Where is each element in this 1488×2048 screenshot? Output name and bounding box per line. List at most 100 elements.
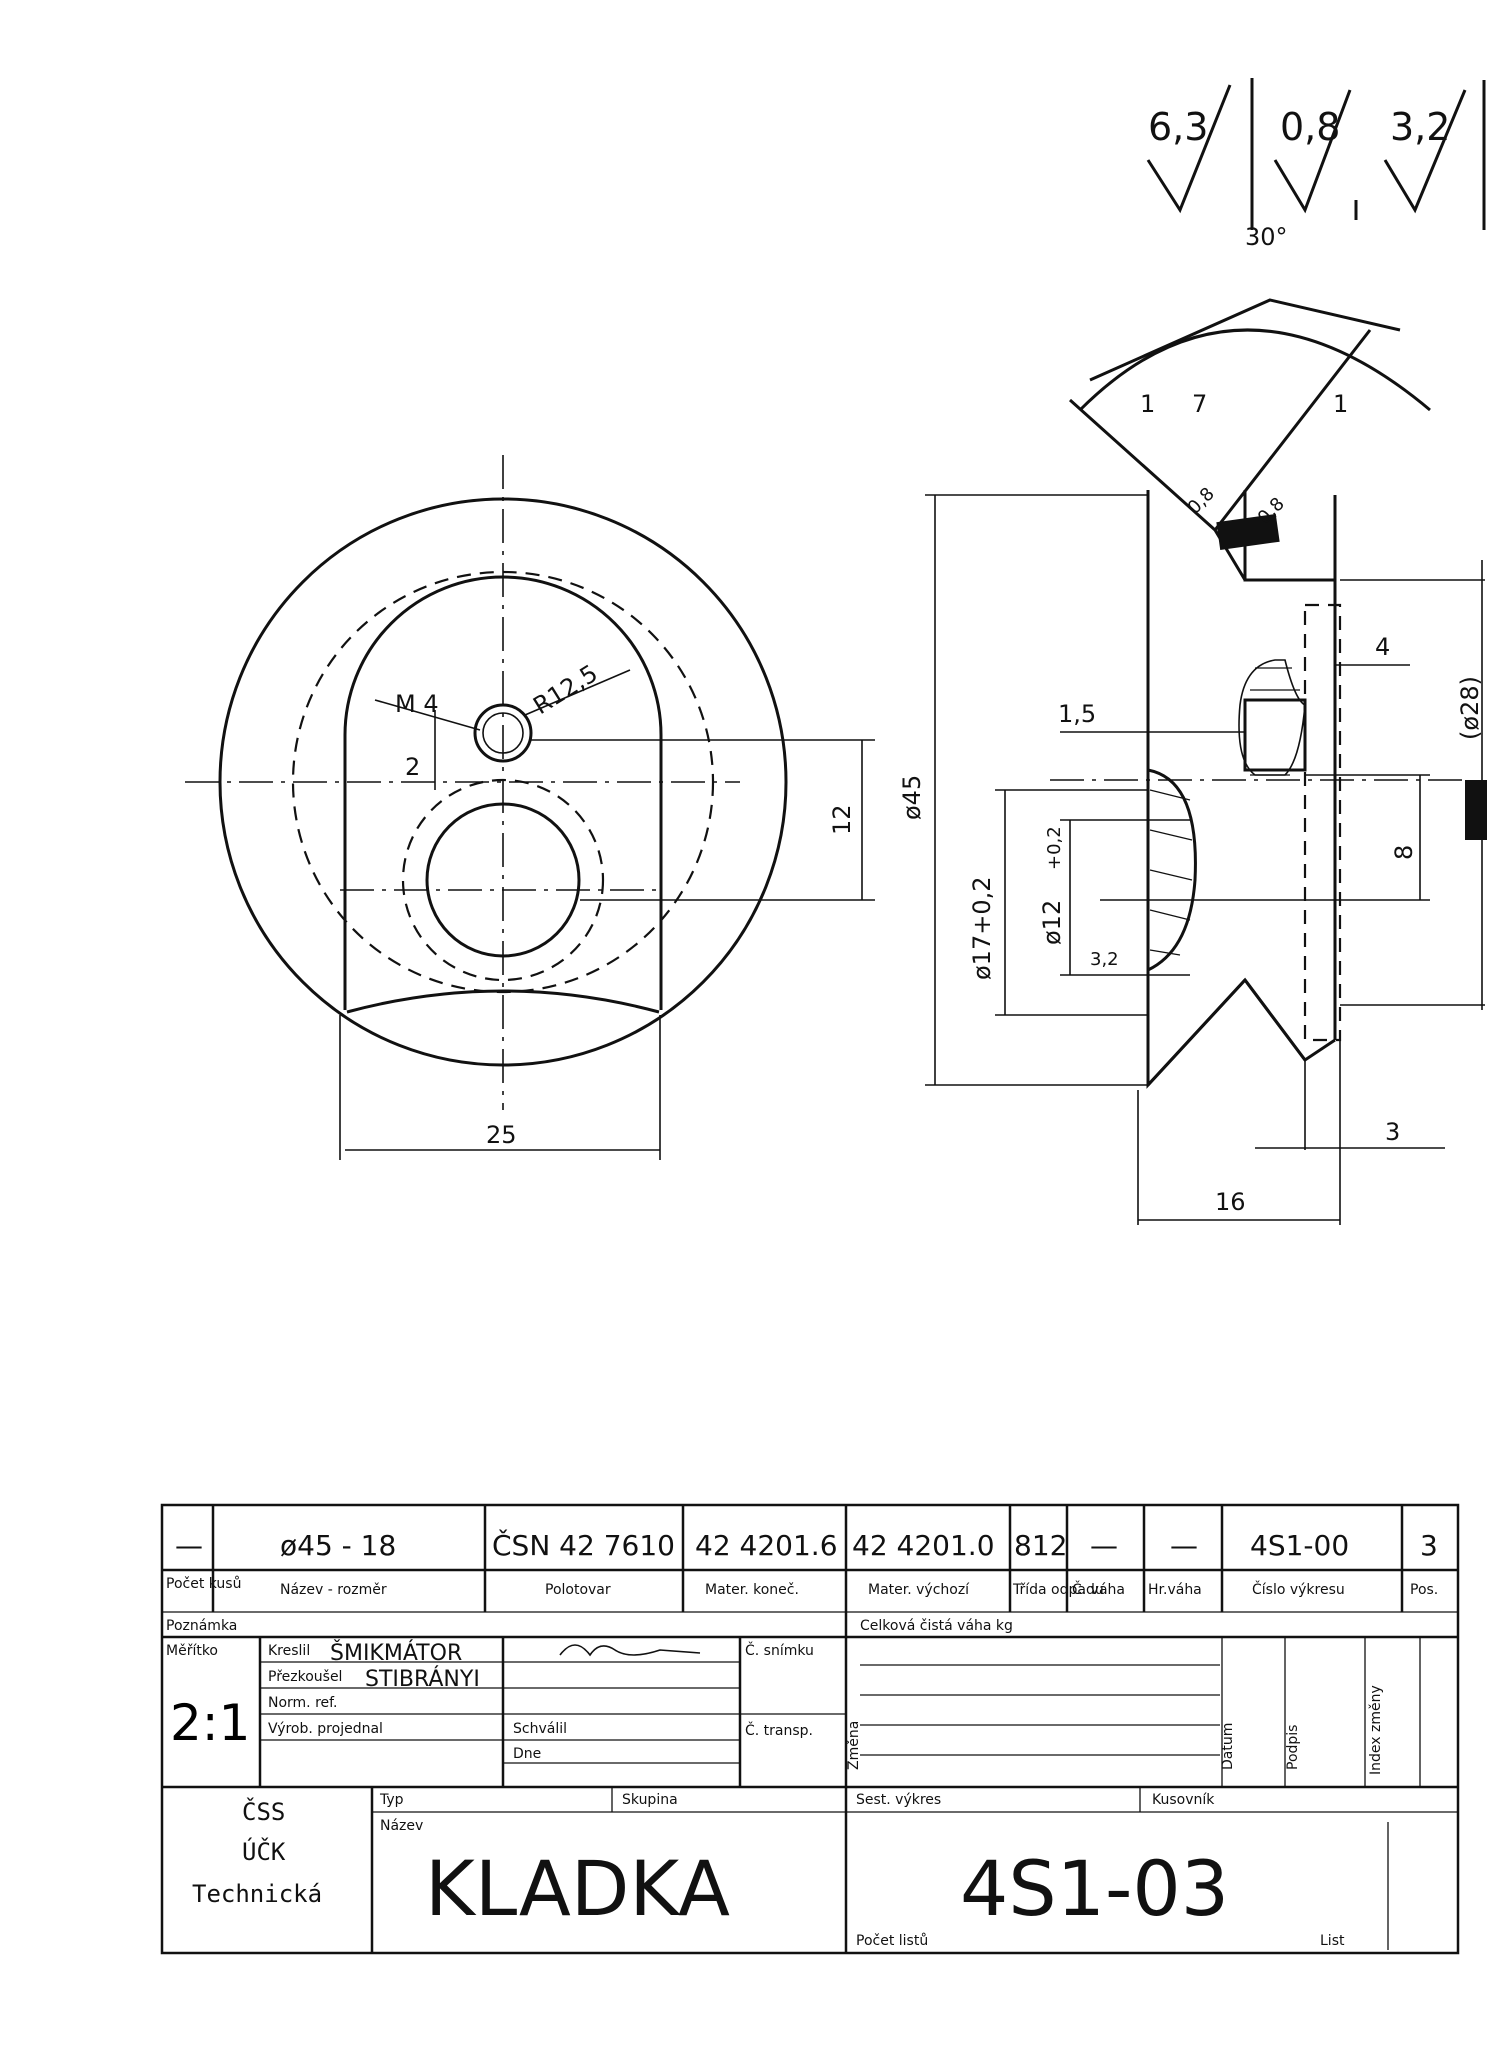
dim-m4: M 4 — [395, 690, 439, 718]
tb-lab-drew: Kreslil — [268, 1643, 310, 1659]
tb-number: 4S1-03 — [960, 1844, 1229, 1933]
groove-v-lines — [1068, 329, 1372, 581]
dim-4: 4 — [1375, 633, 1390, 661]
tb-company-1: ČSS — [242, 1796, 285, 1826]
dim-45: ø45 — [898, 775, 926, 820]
dim-2: 2 — [405, 753, 420, 781]
tb-weight: — — [1090, 1529, 1118, 1562]
bore-section — [1147, 768, 1197, 972]
angle-arc-curve — [1078, 328, 1431, 412]
tb-lab-drawing-no: Číslo výkresu — [1252, 1580, 1345, 1598]
roughness-symbols: 6,3 0,8 3,2 — [1146, 78, 1486, 230]
tb-lab-scale: Měřítko — [166, 1643, 218, 1659]
tb-lab-zmena: Změna — [846, 1721, 862, 1770]
roughness-check-3 — [1383, 89, 1467, 214]
dim-r125: R12,5 — [528, 659, 602, 720]
tb-material-initial: 42 4201.0 — [852, 1529, 995, 1562]
leader-m4 — [374, 699, 481, 731]
tb-lab-nazev: Název — [380, 1818, 423, 1834]
tb-lab-podpis: Podpis — [1285, 1725, 1301, 1770]
tb-semi-product: ČSN 42 7610 — [492, 1528, 675, 1562]
tb-lab-typ: Typ — [379, 1792, 404, 1808]
dim-rough-08-a: 0,8 — [1184, 483, 1219, 518]
slot-bottom-edge — [346, 989, 660, 1014]
roughness-check-1 — [1146, 84, 1232, 214]
side-view: 30° 1 7 1 0,8 0,8 4 1,5 (ø28) ø45 ø17+0,… — [898, 223, 1487, 1225]
dim-angle: 30° — [1245, 223, 1288, 251]
dim-1-left: 1 — [1140, 390, 1155, 418]
tb-company-2: ÚČK — [242, 1836, 286, 1866]
tb-name-size: ø45 - 18 — [280, 1529, 396, 1562]
thread-bore — [1243, 698, 1307, 772]
front-view: M 4 R12,5 2 12 25 — [185, 455, 875, 1160]
hidden-edge-slot — [1303, 603, 1342, 1042]
tb-lab-material-final: Mater. koneč. — [705, 1582, 799, 1598]
tb-lab-name-size: Název - rozměr — [280, 1582, 387, 1598]
dim-rough-32: 3,2 — [1090, 949, 1119, 970]
tb-class: 812 — [1014, 1529, 1067, 1562]
marker-right — [1465, 780, 1487, 840]
tb-company-3: Technická — [192, 1880, 322, 1908]
tb-lab-pocet: Počet listů — [856, 1933, 928, 1949]
angle-arc — [1089, 298, 1401, 382]
tb-lab-sest: Sest. výkres — [856, 1792, 941, 1808]
tb-lab-list: List — [1320, 1933, 1345, 1949]
tb-lab-weight: Č. váha — [1072, 1580, 1125, 1598]
roughness-general: 6,3 — [1148, 105, 1208, 149]
tb-lab-total-weight: Celková čistá váha kg — [860, 1618, 1013, 1634]
tb-lab-gross-weight: Hr.váha — [1148, 1582, 1202, 1598]
dim-12-side: ø12 — [1038, 900, 1066, 945]
dim-3: 3 — [1385, 1118, 1400, 1146]
tb-lab-kusovnik: Kusovník — [1152, 1792, 1215, 1808]
dim-8: 8 — [1390, 845, 1418, 860]
tb-lab-count: Počet kusů — [166, 1576, 241, 1592]
tb-scale: 2:1 — [170, 1694, 250, 1752]
tb-lab-index: Index změny — [1368, 1685, 1384, 1775]
tb-lab-transp: Č. transp. — [745, 1721, 813, 1739]
tb-material-final: 42 4201.6 — [695, 1529, 838, 1562]
tb-lab-pos: Pos. — [1410, 1582, 1438, 1598]
tb-pos: 3 — [1420, 1529, 1438, 1562]
bore-hatch — [1149, 789, 1193, 956]
tb-lab-class: Třída odpadu — [1012, 1582, 1104, 1598]
tb-title: KLADKA — [425, 1844, 730, 1933]
dim-16: 16 — [1215, 1188, 1246, 1216]
tb-lab-snimek: Č. snímku — [745, 1641, 814, 1659]
leader-r125 — [524, 669, 631, 716]
title-block-frame — [160, 1503, 1460, 1955]
dim-7: 7 — [1192, 390, 1207, 418]
tb-lab-production: Výrob. projednal — [268, 1721, 383, 1737]
tb-lab-material-initial: Mater. výchozí — [868, 1582, 970, 1598]
dim-17: ø17+0,2 — [968, 877, 996, 981]
tb-signature — [559, 1644, 701, 1657]
dim-12: 12 — [828, 804, 856, 835]
dim-25: 25 — [486, 1121, 517, 1149]
tb-lab-semi-product: Polotovar — [545, 1582, 611, 1598]
groove-lower-left — [1146, 978, 1247, 1087]
tb-checked-name: STIBRÁNYI — [365, 1666, 480, 1692]
tb-lab-note: Poznámka — [166, 1618, 237, 1634]
tb-lab-datum: Datum — [1220, 1723, 1236, 1770]
thread-section — [1238, 659, 1306, 776]
tb-lab-day: Dne — [513, 1746, 541, 1762]
tb-drew-name: ŠMIKMÁTOR — [330, 1640, 462, 1666]
tb-drawing-no: 4S1-00 — [1250, 1529, 1349, 1562]
tb-lab-checked: Přezkoušel — [268, 1669, 342, 1685]
tb-count: — — [175, 1529, 203, 1562]
dim-15: 1,5 — [1058, 700, 1096, 728]
tb-lab-norm: Norm. ref. — [268, 1695, 338, 1711]
thread-hatch — [1250, 667, 1300, 776]
marker-top — [1216, 513, 1280, 551]
tb-lab-skupina: Skupina — [622, 1792, 678, 1808]
title-block: — ø45 - 18 ČSN 42 7610 42 4201.6 42 4201… — [160, 1503, 1460, 1955]
groove-lower-right — [1243, 979, 1307, 1061]
roughness-check-2 — [1273, 89, 1352, 214]
bore-circle — [425, 802, 581, 958]
roughness-second: 3,2 — [1390, 105, 1450, 149]
tb-gross-weight: — — [1170, 1529, 1198, 1562]
tb-lab-approved: Schválil — [513, 1721, 567, 1737]
dim-28: (ø28) — [1456, 676, 1484, 740]
dim-12-tol: +0,2 — [1044, 826, 1065, 870]
dim-1-right: 1 — [1333, 390, 1348, 418]
